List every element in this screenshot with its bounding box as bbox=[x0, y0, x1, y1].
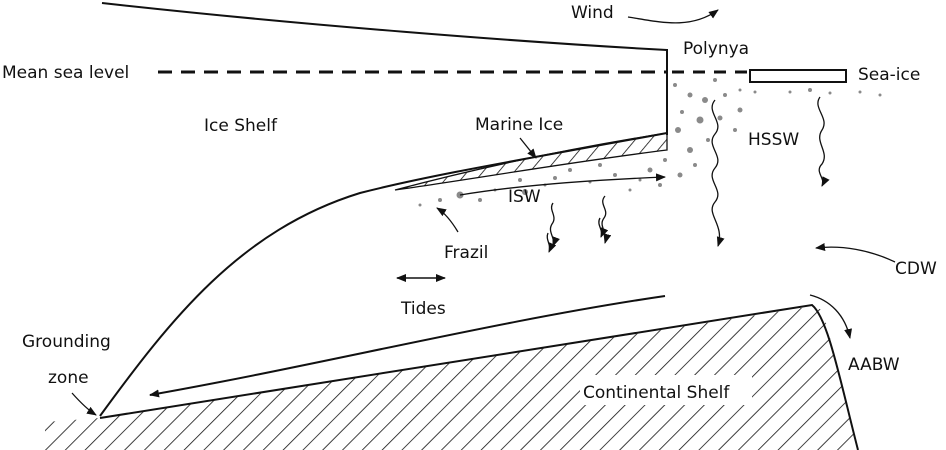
seabed-line bbox=[99, 303, 859, 450]
aabw-arrow bbox=[809, 294, 852, 339]
sea-ice-label: Sea-ice bbox=[858, 65, 920, 85]
cdw-label: CDW bbox=[895, 259, 937, 279]
frazil-pointer bbox=[436, 207, 459, 233]
frazil-wiggles bbox=[546, 195, 612, 253]
marine-ice-label: Marine Ice bbox=[475, 115, 563, 135]
tides-label: Tides bbox=[400, 299, 446, 319]
wind-arrow bbox=[627, 9, 719, 24]
wind-label: Wind bbox=[571, 3, 614, 23]
ice-shelf-top bbox=[101, 2, 668, 72]
continental-shelf-label: Continental Shelf bbox=[583, 383, 730, 403]
aabw-label: AABW bbox=[848, 355, 900, 375]
brine-wiggle bbox=[817, 96, 830, 187]
continental-shelf-label-bg bbox=[580, 375, 752, 405]
zone-label: zone bbox=[48, 368, 89, 388]
inflow-to-grounding-arrow bbox=[149, 295, 666, 398]
isw-flow-arrow bbox=[459, 173, 666, 196]
continental-shelf bbox=[45, 305, 858, 450]
sea-ice bbox=[749, 69, 847, 83]
grounding-label: Grounding bbox=[22, 332, 111, 352]
cdw-arrow bbox=[815, 242, 896, 263]
ice-shelf-label: Ice Shelf bbox=[204, 116, 278, 136]
grounding-pointer bbox=[71, 392, 97, 416]
frazil-label: Frazil bbox=[444, 243, 488, 263]
hssw-wiggle bbox=[711, 99, 725, 247]
marine-ice-pointer bbox=[519, 137, 537, 159]
polynya-label: Polynya bbox=[683, 39, 749, 59]
isw-label: ISW bbox=[508, 187, 541, 207]
hssw-label: HSSW bbox=[748, 130, 799, 150]
mean-sea-level-label: Mean sea level bbox=[2, 63, 129, 83]
marine-ice-layer bbox=[394, 132, 668, 191]
